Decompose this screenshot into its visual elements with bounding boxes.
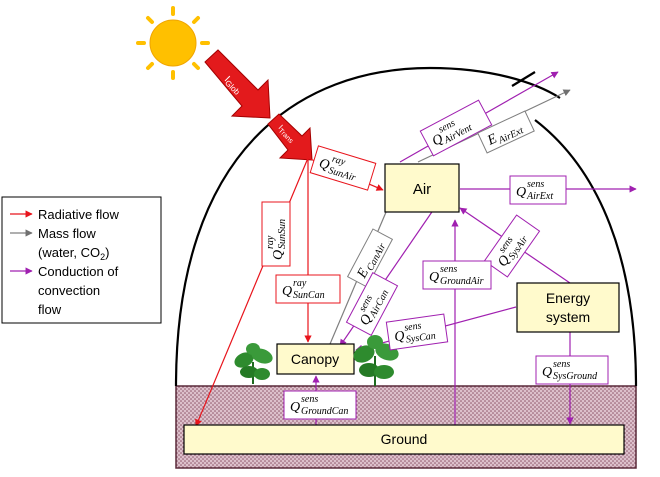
label-q-sens-air-can: Q sens AirCan (345, 272, 399, 336)
svg-text:Q: Q (429, 270, 439, 285)
label-q-sens-air-ext: Q sens AirExt (509, 175, 567, 205)
label-e-air-ext: E AirExt (477, 110, 535, 154)
svg-text:Q: Q (282, 284, 292, 299)
svg-text:Canopy: Canopy (291, 351, 339, 367)
canopy-node: Canopy (276, 343, 355, 375)
legend-mass-label: Mass flow (38, 226, 96, 241)
svg-text:SysCan: SysCan (405, 330, 436, 345)
svg-text:sens: sens (404, 320, 423, 333)
svg-text:Q: Q (516, 185, 526, 200)
label-q-sens-sys-ground: Q sens SysGround (535, 355, 609, 385)
trans-radiation-arrow: ITrans (267, 113, 313, 161)
svg-text:GroundCan: GroundCan (301, 406, 348, 417)
energy-system-node: Energy system (516, 282, 620, 333)
greenhouse-dome-right (534, 119, 638, 387)
svg-text:Q: Q (271, 250, 286, 260)
legend-conduction-label-2: convection (38, 283, 100, 298)
svg-text:system: system (546, 309, 590, 325)
legend-radiative-label: Radiative flow (38, 207, 120, 222)
svg-text:sens: sens (301, 394, 318, 405)
svg-text:Q: Q (542, 365, 552, 380)
svg-text:sens: sens (553, 359, 570, 370)
legend-conduction-label-1: Conduction of (38, 264, 119, 279)
glob-radiation-arrow: IGlob (204, 49, 271, 119)
legend-conduction-label-3: flow (38, 302, 62, 317)
legend-mass-sub: (water, CO2) (38, 245, 109, 262)
svg-text:sens: sens (440, 264, 457, 275)
label-q-ray-sun-sun: Q ray SunSun (261, 201, 291, 267)
svg-text:Ground: Ground (381, 431, 428, 447)
svg-text:ray: ray (331, 154, 348, 169)
greenhouse-dome-left (174, 66, 561, 387)
legend: Radiative flow Mass flow (water, CO2) Co… (1, 196, 162, 324)
label-q-sens-sys-can: Q sens SysCan (385, 313, 449, 351)
svg-text:Q: Q (317, 156, 331, 173)
svg-text:sens: sens (527, 179, 544, 190)
air-node: Air (384, 163, 460, 213)
svg-text:Q: Q (394, 329, 406, 345)
svg-text:GroundAir: GroundAir (440, 276, 484, 287)
ground-node: Ground (183, 424, 625, 455)
svg-text:Q: Q (290, 400, 300, 415)
label-q-ray-sun-air: Q ray SunAir (309, 145, 377, 191)
label-q-ray-sun-can: Q ray SunCan (275, 274, 341, 304)
svg-text:ray: ray (265, 235, 276, 249)
plant-left-icon (234, 343, 273, 384)
vent-flap (511, 71, 536, 87)
svg-text:Air: Air (413, 181, 431, 198)
label-q-sens-ground-air: Q sens GroundAir (422, 260, 492, 290)
sun-icon (136, 6, 210, 80)
label-e-can-air: E CanAir (346, 228, 394, 288)
svg-text:SunCan: SunCan (293, 290, 325, 301)
svg-text:SysGround: SysGround (553, 371, 598, 382)
svg-text:SunSun: SunSun (277, 219, 288, 249)
label-q-sens-air-vent: Q sens AirVent (419, 99, 493, 157)
svg-text:ray: ray (293, 278, 307, 289)
label-q-sens-ground-can: Q sens GroundCan (283, 390, 357, 420)
svg-text:Energy: Energy (546, 290, 590, 306)
svg-text:AirExt: AirExt (526, 191, 553, 202)
label-q-sens-sys-air: Q sens SysAir (483, 214, 541, 278)
